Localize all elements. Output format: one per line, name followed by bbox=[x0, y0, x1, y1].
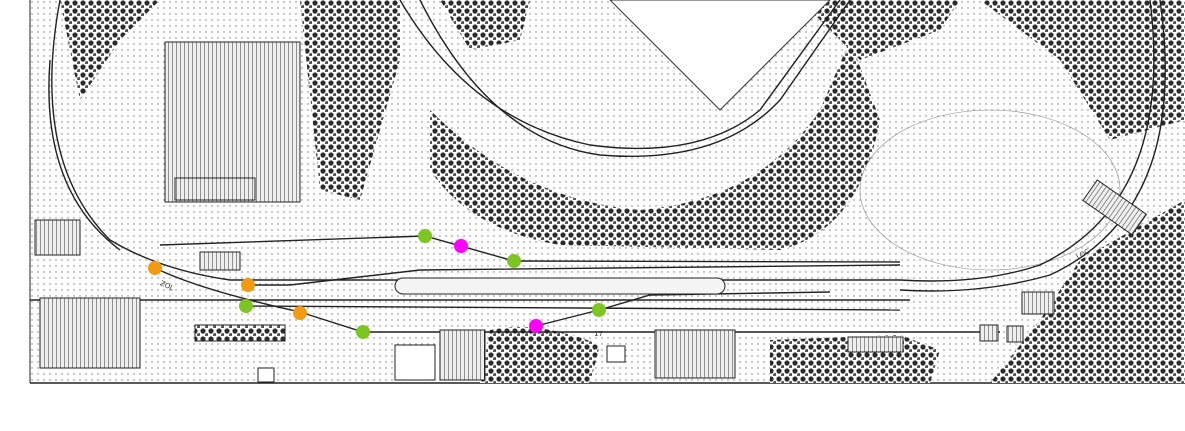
passenger-train bbox=[394, 277, 726, 295]
green-turnout-marker[interactable] bbox=[507, 254, 521, 268]
orange-turnout-marker[interactable] bbox=[148, 261, 162, 275]
green-turnout-marker[interactable] bbox=[239, 299, 253, 313]
tunnel-portal bbox=[1082, 179, 1148, 236]
magenta-turnout-marker[interactable] bbox=[529, 319, 543, 333]
engine-shed bbox=[164, 41, 301, 203]
station-building bbox=[39, 297, 141, 369]
forest-areas bbox=[60, 0, 1185, 383]
magenta-turnout-marker[interactable] bbox=[454, 239, 468, 253]
green-turnout-marker[interactable] bbox=[418, 229, 432, 243]
number-label: 17 bbox=[594, 330, 603, 338]
green-turnout-marker[interactable] bbox=[356, 325, 370, 339]
buildings bbox=[34, 41, 1148, 383]
goods-shed bbox=[654, 329, 736, 379]
orange-turnout-marker[interactable] bbox=[293, 306, 307, 320]
turnout-markers bbox=[148, 229, 606, 339]
hill-clearing bbox=[609, 0, 1121, 271]
green-turnout-marker[interactable] bbox=[592, 303, 606, 317]
orange-turnout-marker[interactable] bbox=[241, 278, 255, 292]
tracks bbox=[30, 0, 1166, 333]
freight-cars bbox=[194, 324, 286, 342]
